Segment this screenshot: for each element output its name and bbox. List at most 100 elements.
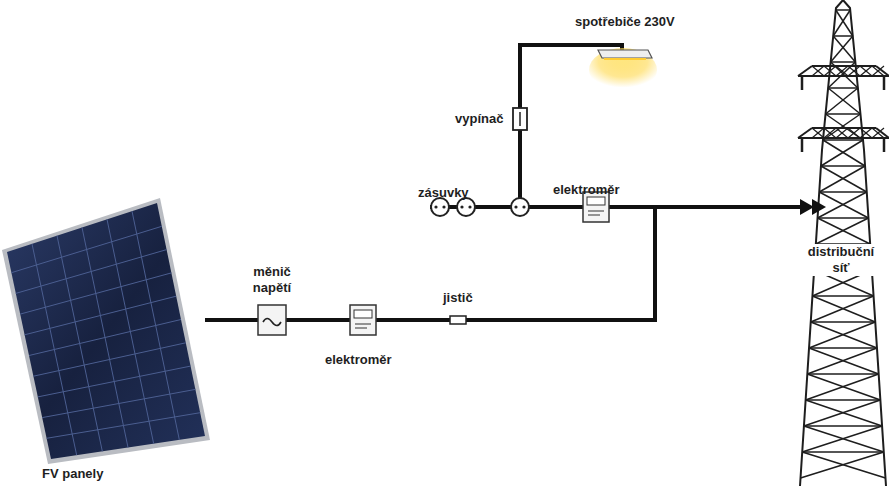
pylon-strut	[809, 347, 877, 349]
pylon-strut	[872, 66, 884, 76]
pylon-strut	[860, 66, 872, 76]
pylon-leg	[800, 0, 843, 486]
pylon-strut	[831, 61, 856, 63]
component-label: jistič	[443, 290, 473, 306]
pylon-strut	[833, 36, 855, 62]
wire	[286, 318, 350, 322]
pylon-strut	[836, 128, 848, 138]
pylon-strut	[807, 373, 878, 375]
wire	[430, 205, 805, 209]
component-label: měnič napětí	[240, 264, 304, 296]
component-label: elektroměr	[553, 182, 619, 198]
meter-detail	[355, 324, 371, 328]
pylon-strut	[860, 66, 872, 76]
wire	[376, 207, 655, 320]
pylon-strut	[798, 75, 889, 77]
wires	[205, 45, 805, 320]
cell-line	[47, 413, 201, 439]
pylon-strut	[828, 88, 860, 114]
pylon-strut	[819, 166, 865, 192]
pylon-strut	[812, 127, 876, 129]
pylon-strut	[848, 128, 860, 138]
sockets	[431, 198, 529, 216]
meter-display	[587, 197, 605, 205]
pylon-strut	[883, 76, 886, 90]
pylon-strut	[823, 140, 865, 166]
pylon-strut	[811, 296, 874, 322]
pylon-strut	[826, 113, 861, 115]
pylon-strut	[872, 66, 884, 76]
component-label: FV panely	[42, 466, 103, 482]
pylon-strut	[818, 218, 871, 244]
pylon-strut	[823, 139, 863, 141]
component-label: distribuční síť	[797, 244, 885, 276]
arrow-head	[800, 199, 814, 215]
pylon-strut	[821, 166, 867, 192]
pylon-strut	[806, 399, 881, 401]
solar-panel	[7, 203, 205, 459]
pylon-strut	[806, 374, 879, 400]
pylon-strut	[818, 217, 869, 219]
pylon-strut	[801, 76, 804, 90]
pylon-strut	[798, 137, 889, 139]
pylon-strut	[809, 322, 875, 348]
pylon-strut	[833, 35, 853, 37]
pylon-strut	[860, 128, 872, 138]
pylon-strut	[826, 88, 858, 114]
pylon-strut	[872, 128, 884, 138]
component-label: vypínač	[455, 111, 503, 127]
pylon-strut	[812, 128, 824, 138]
pylon-strut	[848, 128, 860, 138]
pylon-strut	[833, 10, 850, 36]
pylon-strut	[848, 66, 860, 76]
pylon-strut	[819, 192, 868, 218]
pylon-strut	[848, 66, 860, 76]
socket-pin	[522, 205, 525, 208]
lamp-light	[604, 58, 646, 60]
meter-display	[354, 310, 372, 318]
pylon-strut	[828, 87, 858, 89]
pylon-strut	[804, 400, 880, 426]
pylon-strut	[812, 128, 824, 138]
cell-line	[16, 250, 167, 294]
socket-pin	[442, 205, 445, 208]
pylon-strut	[818, 192, 867, 218]
pylon-strut	[824, 128, 836, 138]
switch-symbol	[513, 108, 527, 130]
cell-line	[11, 226, 161, 272]
pylon-strut	[807, 348, 877, 374]
panel-cells	[11, 211, 200, 455]
pylon-strut	[824, 66, 836, 76]
cell-line	[38, 366, 191, 397]
light-glow	[589, 48, 657, 92]
pylon-strut	[831, 36, 853, 62]
pylon-strut	[883, 138, 886, 152]
wire	[205, 318, 258, 322]
pylon-strut	[816, 218, 869, 244]
pylon-leg	[843, 0, 886, 486]
pylon-strut	[836, 9, 850, 11]
socket-pin	[514, 205, 517, 208]
pylon-strut	[821, 140, 863, 166]
pylon-strut	[812, 66, 824, 76]
socket-symbol	[511, 198, 529, 216]
pylon-strut	[836, 66, 848, 76]
pylon-strut	[812, 65, 876, 67]
pylon-strut	[802, 426, 882, 452]
meter-detail	[588, 211, 604, 215]
pylon-strut	[836, 128, 848, 138]
cell-line	[42, 389, 195, 417]
pylon-strut	[836, 10, 853, 36]
pylon-strut	[798, 128, 812, 138]
pylon-strut	[824, 128, 836, 138]
pylon-strut	[801, 138, 804, 152]
arrow-head	[812, 199, 826, 215]
switch-lever	[519, 112, 521, 126]
socket-pin	[434, 205, 437, 208]
socket-symbol	[431, 198, 449, 216]
power-pylon	[798, 0, 889, 486]
pylon-strut	[821, 165, 865, 167]
inverter-symbol	[258, 305, 286, 335]
pylon-strut	[804, 425, 882, 427]
